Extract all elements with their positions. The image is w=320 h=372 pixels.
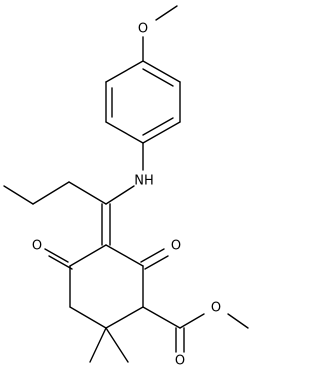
carbonyl-right: O xyxy=(140,239,181,270)
bond-ring-6 xyxy=(142,60,181,83)
bond-methyl-b xyxy=(105,327,129,363)
methoxy-group-top: O xyxy=(138,5,178,62)
bond-methyl-a xyxy=(89,327,107,363)
bond-co-left-b xyxy=(48,255,73,270)
bond-co-right-a xyxy=(140,248,165,263)
methyl-ester: O O xyxy=(142,301,249,369)
chemical-structure: O NH O xyxy=(3,5,249,369)
bond-cy-6 xyxy=(105,244,144,267)
oxygen-label-ring-left: O xyxy=(32,239,42,254)
bond-cy-1 xyxy=(69,244,107,267)
bond-co-left-a xyxy=(44,248,69,263)
bond-propyl-3 xyxy=(3,185,34,205)
carbonyl-left: O xyxy=(32,239,73,270)
amine-group: NH xyxy=(105,142,154,205)
bond-ester-c-o xyxy=(179,313,205,329)
bond-co-right-b xyxy=(144,255,169,270)
bond-ring-1 xyxy=(105,60,144,83)
oxygen-label-ring-right: O xyxy=(171,239,181,254)
bond-ring-inner-3 xyxy=(142,68,174,87)
bond-propyl-2 xyxy=(32,181,70,205)
oxygen-label-methoxy-top: O xyxy=(138,22,148,37)
exocyclic-double-bond xyxy=(101,203,111,246)
bond-n-alkene-carbon xyxy=(105,185,135,205)
bond-cy-3 xyxy=(69,306,107,329)
bond-ring-ester-carbon xyxy=(142,306,181,329)
propyl-chain xyxy=(3,181,107,205)
cyclohexanedione-ring xyxy=(69,244,144,329)
bond-methyl-o-top xyxy=(155,5,178,21)
bond-ring-inner-2 xyxy=(142,117,174,136)
benzene-ring xyxy=(105,60,181,144)
oxygen-label-ester: O xyxy=(211,301,221,316)
oxygen-label-ester-carbonyl: O xyxy=(175,354,185,369)
bond-cy-4 xyxy=(105,306,144,329)
gem-dimethyl xyxy=(89,327,129,363)
bond-o-methyl-ester xyxy=(227,313,249,329)
bond-propyl-1 xyxy=(68,181,107,205)
nitrogen-label: NH xyxy=(134,174,154,189)
bond-ring-3 xyxy=(105,121,144,144)
bond-ring-4 xyxy=(142,121,181,144)
